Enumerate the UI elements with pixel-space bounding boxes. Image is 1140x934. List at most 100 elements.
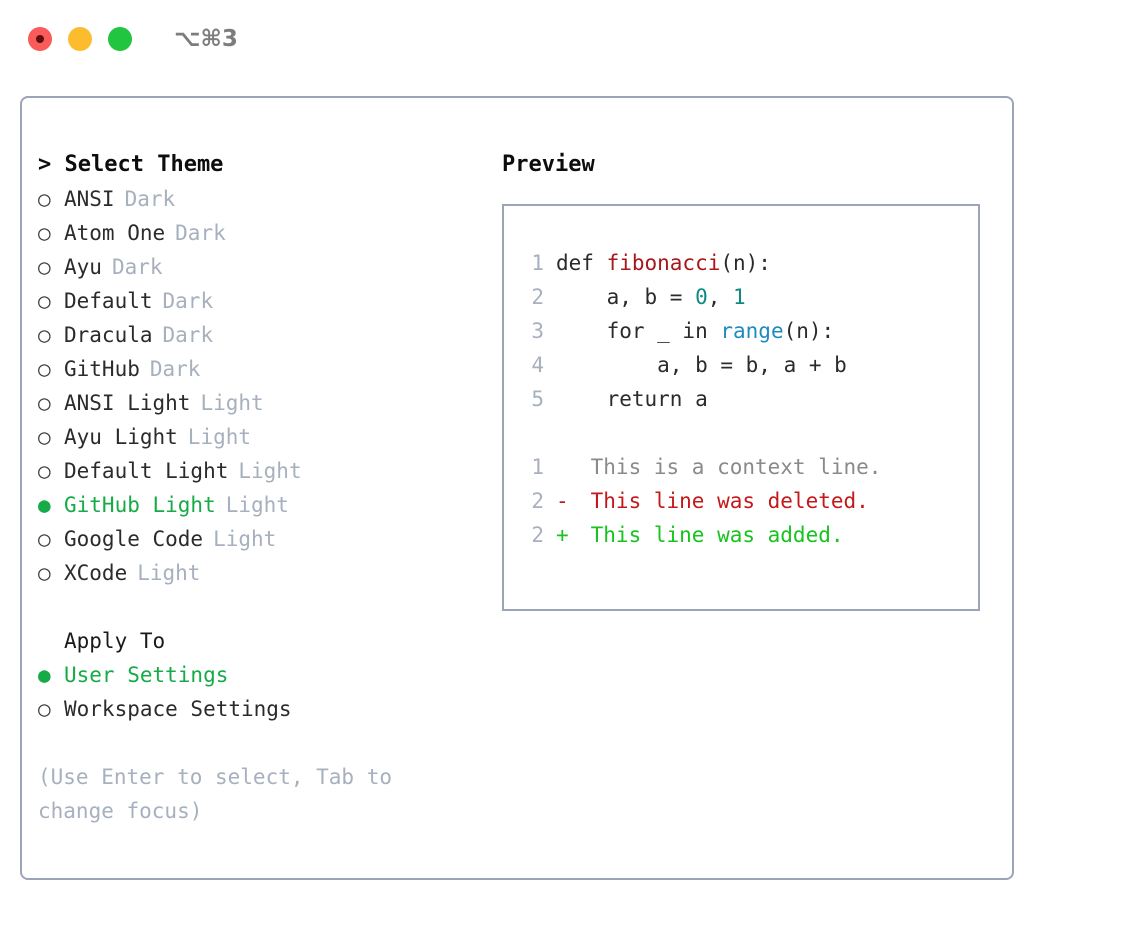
code-line-number: 3 <box>531 319 544 343</box>
theme-variant-tag: Light <box>238 459 302 483</box>
code-diff-gap <box>504 416 978 450</box>
theme-option-label: XCode <box>64 561 128 585</box>
theme-variant-tag: Light <box>187 425 252 449</box>
code-line-text: a, b = b, a + b <box>556 348 847 382</box>
theme-option-default-light[interactable]: ○ Default Light Light <box>38 454 478 488</box>
apply-to-list[interactable]: ● User Settings ○Workspace Settings <box>38 658 478 726</box>
theme-option-default[interactable]: ○ Default Dark <box>38 284 478 318</box>
code-line: 5 return a <box>504 382 978 416</box>
diff-marker <box>556 450 578 484</box>
theme-variant-tag: Light <box>225 493 289 517</box>
theme-variant-tag: Light <box>213 527 277 551</box>
keyboard-shortcut-label: ⌥⌘3 <box>174 26 238 52</box>
diff-line-text: This line was added. <box>578 523 844 547</box>
code-token-plain: a, b = b, a + b <box>556 353 847 377</box>
record-dot-icon <box>36 35 44 43</box>
diff-line-number: 2 <box>531 489 544 513</box>
theme-variant-tag: Light <box>200 391 264 415</box>
code-token-plain: a, b = <box>556 285 696 309</box>
pane-spacer <box>38 590 478 624</box>
title-bar: ⌥⌘3 <box>0 0 1140 78</box>
theme-option-label: GitHub Light <box>64 493 216 517</box>
theme-variant-tag: Dark <box>162 289 214 313</box>
radio-unselected-icon: ○ <box>38 561 51 585</box>
diff-marker: + <box>556 523 569 547</box>
code-line-number: 5 <box>531 387 544 411</box>
theme-variant-tag: Dark <box>124 187 176 211</box>
radio-unselected-icon: ○ <box>38 187 51 211</box>
theme-option-label: Default Light <box>64 459 229 483</box>
code-token-num: 0 <box>695 285 708 309</box>
diff-line-text: This is a context line. <box>578 455 882 479</box>
code-token-plain: for _ in <box>556 319 721 343</box>
diff-line-del: 2- This line was deleted. <box>504 484 978 518</box>
diff-line-number: 2 <box>531 523 544 547</box>
code-token-plain: (n): <box>783 319 835 343</box>
theme-option-label: ANSI <box>64 187 115 211</box>
code-line-text: for _ in range(n): <box>556 314 835 348</box>
radio-selected-icon: ● <box>38 663 51 687</box>
diff-line-add: 2 + This line was added. <box>504 518 978 552</box>
theme-option-ansi[interactable]: ○ ANSI Dark <box>38 182 478 216</box>
theme-variant-tag: Dark <box>162 323 214 347</box>
code-token-plain: (n): <box>720 251 771 275</box>
close-button[interactable] <box>28 27 52 51</box>
theme-option-ayu[interactable]: ○ Ayu Dark <box>38 250 478 284</box>
code-line-text: def fibonacci(n): <box>556 246 771 280</box>
theme-variant-tag: Dark <box>111 255 163 279</box>
select-theme-heading: > Select Theme <box>38 152 224 177</box>
diff-line-ctx: 1 This is a context line. <box>504 450 978 484</box>
code-line-text: a, b = 0, 1 <box>556 280 746 314</box>
code-token-plain: def <box>556 251 607 275</box>
window-controls <box>28 27 132 51</box>
radio-unselected-icon: ○ <box>38 459 51 483</box>
radio-unselected-icon: ○ <box>38 255 51 279</box>
code-token-fn: fibonacci <box>606 251 721 275</box>
radio-unselected-icon: ○ <box>38 289 51 313</box>
radio-unselected-icon: ○ <box>38 221 51 245</box>
radio-unselected-icon: ○ <box>38 323 51 347</box>
radio-unselected-icon: ○ <box>38 391 51 415</box>
keyboard-hint-text: (Use Enter to select, Tab to change focu… <box>38 765 393 823</box>
theme-option-label: Atom One <box>64 221 166 245</box>
minimize-button[interactable] <box>68 27 92 51</box>
radio-unselected-icon: ○ <box>38 697 51 721</box>
apply-option-workspace-settings[interactable]: ○Workspace Settings <box>38 692 478 726</box>
code-line-number: 4 <box>531 353 544 377</box>
theme-option-label: Default <box>64 289 153 313</box>
diff-line-text: This line was deleted. <box>578 489 869 513</box>
apply-to-heading: Apply To <box>64 629 166 653</box>
code-line: 4 a, b = b, a + b <box>504 348 978 382</box>
code-line-text: return a <box>556 382 708 416</box>
radio-unselected-icon: ○ <box>38 527 51 551</box>
theme-option-label: Ayu <box>64 255 102 279</box>
zoom-button[interactable] <box>108 27 132 51</box>
diff-line-number: 1 <box>531 455 544 479</box>
code-line: 3 for _ in range(n): <box>504 314 978 348</box>
theme-option-google-code[interactable]: ○ Google Code Light <box>38 522 478 556</box>
code-token-plain: , <box>707 285 734 309</box>
code-token-num: 1 <box>733 285 746 309</box>
apply-option-label: User Settings <box>64 663 229 687</box>
apply-option-user-settings[interactable]: ● User Settings <box>38 658 478 692</box>
theme-variant-tag: Dark <box>149 357 201 381</box>
radio-unselected-icon: ○ <box>38 357 51 381</box>
preview-heading: Preview <box>502 152 595 177</box>
code-line-number: 2 <box>531 285 544 309</box>
theme-option-label: Google Code <box>64 527 204 551</box>
